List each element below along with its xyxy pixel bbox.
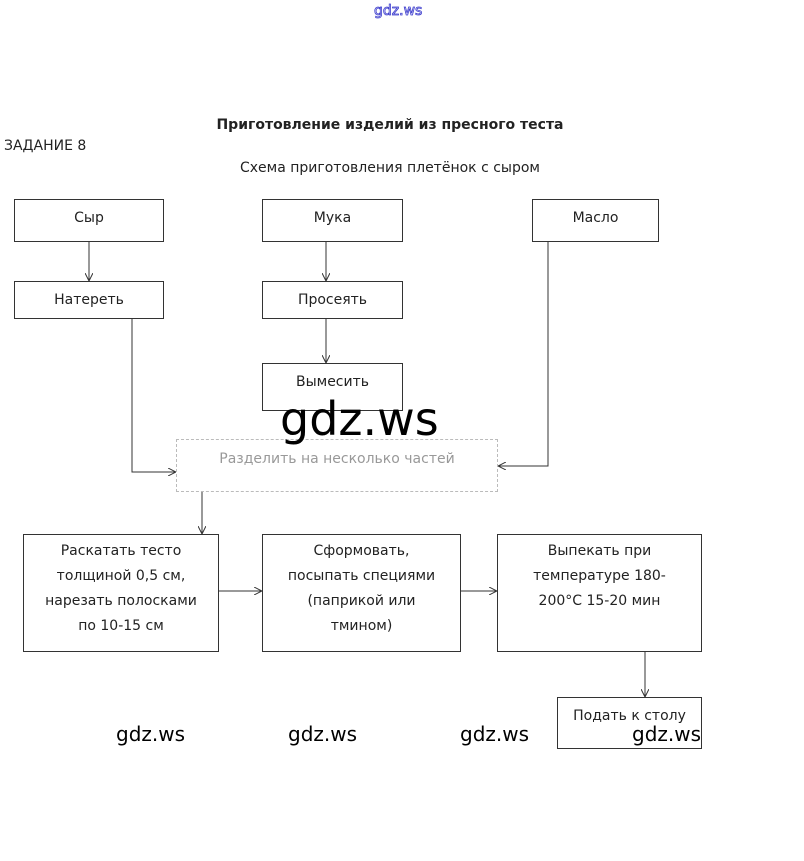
watermark-top: gdz.ws	[374, 3, 423, 20]
watermark-center: gdz.ws	[280, 392, 439, 446]
diagram-subtitle: Схема приготовления плетёнок с сыром	[239, 160, 540, 176]
page-title: Приготовление изделий из пресного теста	[216, 117, 564, 133]
node-cheese: Сыр	[14, 199, 164, 242]
node-grate: Натереть	[14, 281, 164, 319]
node-serve: Подать к столу	[557, 697, 702, 749]
node-shape: Сформовать, посыпать специями (паприкой …	[262, 534, 461, 652]
node-roll: Раскатать тесто толщиной 0,5 см, нарезат…	[23, 534, 219, 652]
node-bake: Выпекать при температуре 180-200°C 15-20…	[497, 534, 702, 652]
watermark-bottom-1: gdz.ws	[116, 722, 186, 746]
task-label: ЗАДАНИЕ 8	[4, 138, 87, 154]
node-sift: Просеять	[262, 281, 403, 319]
node-butter: Масло	[532, 199, 659, 242]
node-divide: Разделить на несколько частей	[176, 439, 498, 492]
arrow-grate-divide	[131, 318, 175, 472]
watermark-bottom-3: gdz.ws	[460, 722, 530, 746]
watermark-bottom-4: gdz.ws	[632, 722, 702, 746]
node-knead: Вымесить	[262, 363, 403, 411]
arrow-butter-divide	[499, 241, 549, 466]
node-flour: Мука	[262, 199, 403, 242]
watermark-bottom-2: gdz.ws	[288, 722, 358, 746]
